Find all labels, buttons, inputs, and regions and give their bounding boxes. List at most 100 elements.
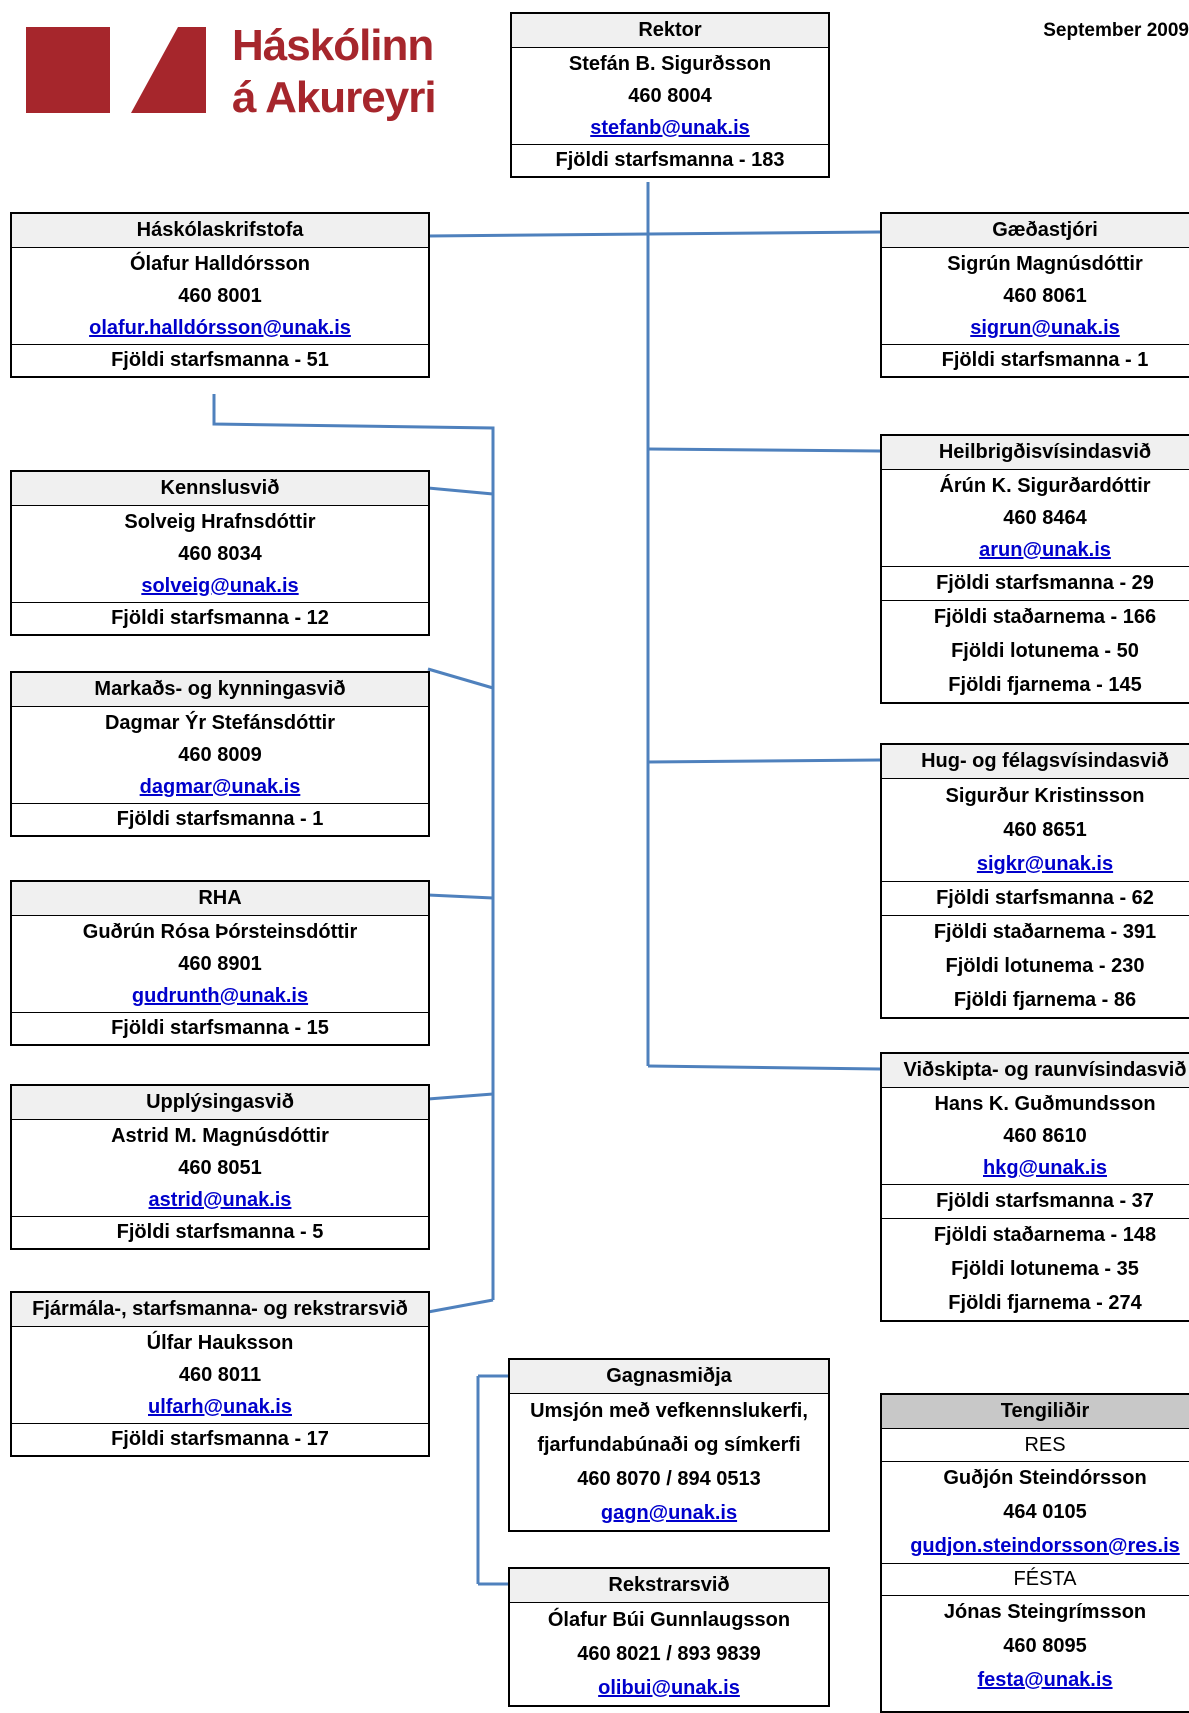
email-link[interactable]: olibui@unak.is (598, 1676, 740, 1699)
box-title: Fjármála-, starfsmanna- og rekstrarsvið (12, 1293, 428, 1327)
connector-upplysingasvid (427, 1092, 494, 1101)
box-title: Heilbrigðisvísindasvið (882, 436, 1189, 470)
box-title: Gæðastjóri (882, 214, 1189, 248)
res-email-link[interactable]: gudjon.steindorsson@res.is (910, 1534, 1180, 1557)
document-date: September 2009 (1043, 20, 1189, 41)
logo-wordmark: Háskólinn á Akureyri (232, 20, 437, 124)
connector-haskolaskrifstofa (427, 230, 881, 238)
hugfelags-box: Hug- og félagsvísindasvið Sigurður Krist… (880, 743, 1189, 1019)
festa-email-link[interactable]: festa@unak.is (977, 1668, 1113, 1691)
connector-markadssvid (427, 667, 494, 690)
festa-label: FÉSTA (882, 1563, 1189, 1595)
lotunema-count: Fjöldi lotunema - 35 (951, 1257, 1139, 1280)
email-link[interactable]: ulfarh@unak.is (148, 1395, 292, 1418)
university-logo (26, 27, 206, 118)
stadarnema-count: Fjöldi staðarnema - 391 (882, 915, 1189, 949)
description-line2: fjarfundabúnaði og símkerfi (537, 1433, 801, 1456)
phone: 460 8464 (1003, 506, 1087, 529)
logo-line1: Háskólinn (232, 21, 434, 70)
festa-phone: 460 8095 (1003, 1634, 1087, 1657)
gagnasmidja-box: Gagnasmiðja Umsjón með vefkennslukerfi, … (508, 1358, 830, 1532)
connector-hugfelags (647, 758, 881, 764)
description-line1: Umsjón með vefkennslukerfi, (530, 1399, 808, 1422)
haskolaskrifstofa-box: Háskólaskrifstofa Ólafur Halldórsson 460… (10, 212, 430, 378)
box-title: Kennslusvið (12, 472, 428, 506)
connector-fjarmalasvid (427, 1298, 494, 1314)
fjarnema-count: Fjöldi fjarnema - 145 (948, 673, 1142, 696)
person-name: Úlfar Hauksson (146, 1331, 294, 1354)
person-name: Sigrún Magnúsdóttir (947, 252, 1143, 275)
lotunema-count: Fjöldi lotunema - 50 (951, 639, 1139, 662)
email-link[interactable]: solveig@unak.is (141, 574, 299, 597)
email-link[interactable]: hkg@unak.is (983, 1156, 1107, 1179)
person-name: Ólafur Halldórsson (129, 252, 311, 275)
staff-count: Fjöldi starfsmanna - 15 (12, 1012, 428, 1044)
phone: 460 8004 (628, 84, 712, 107)
person-name: Ólafur Búi Gunnlaugsson (547, 1608, 791, 1631)
person-name: Dagmar Ýr Stefánsdóttir (104, 711, 336, 734)
phone: 460 8610 (1003, 1124, 1087, 1147)
staff-count: Fjöldi starfsmanna - 1 (882, 344, 1189, 376)
kennslusvid-box: Kennslusvið Solveig Hrafnsdóttir 460 803… (10, 470, 430, 636)
box-title: Rekstrarsvið (510, 1569, 828, 1603)
rektor-box: Rektor Stefán B. Sigurðsson 460 8004 ste… (510, 12, 830, 178)
email-link[interactable]: gudrunth@unak.is (131, 984, 309, 1007)
box-title: Háskólaskrifstofa (12, 214, 428, 248)
phone: 460 8001 (178, 284, 262, 307)
connector-left-trunk (212, 394, 495, 1300)
gaedastjori-box: Gæðastjóri Sigrún Magnúsdóttir 460 8061 … (880, 212, 1189, 378)
box-title: Tengiliðir (882, 1395, 1189, 1429)
box-title: Upplýsingasvið (12, 1086, 428, 1120)
person-name: Astrid M. Magnúsdóttir (111, 1124, 329, 1147)
connector-heilbrigdis (647, 447, 881, 453)
res-contact-name: Guðjón Steindórsson (882, 1461, 1189, 1495)
email-link[interactable]: arun@unak.is (979, 538, 1111, 561)
email-link[interactable]: dagmar@unak.is (139, 775, 301, 798)
heilbrigdis-box: Heilbrigðisvísindasvið Árún K. Sigurðard… (880, 434, 1189, 704)
upplysingasvid-box: Upplýsingasvið Astrid M. Magnúsdóttir 46… (10, 1084, 430, 1250)
staff-count: Fjöldi starfsmanna - 51 (12, 344, 428, 376)
box-title: RHA (12, 882, 428, 916)
phone: 460 8061 (1003, 284, 1087, 307)
phone: 460 8901 (178, 952, 262, 975)
email-link[interactable]: sigkr@unak.is (976, 852, 1114, 875)
staff-count: Fjöldi starfsmanna - 183 (512, 144, 828, 176)
lotunema-count: Fjöldi lotunema - 230 (945, 954, 1145, 977)
stadarnema-count: Fjöldi staðarnema - 148 (882, 1218, 1189, 1252)
staff-count: Fjöldi starfsmanna - 37 (882, 1184, 1189, 1218)
connector-vidskipta (647, 1064, 881, 1071)
connector-kennslusvid (427, 486, 494, 496)
res-phone: 464 0105 (1003, 1500, 1087, 1523)
phone: 460 8034 (178, 542, 262, 565)
vidskipta-box: Viðskipta- og raunvísindasvið Hans K. Gu… (880, 1052, 1189, 1322)
phone: 460 8009 (178, 743, 262, 766)
email-link[interactable]: sigrun@unak.is (970, 316, 1120, 339)
email-link[interactable]: gagn@unak.is (600, 1501, 738, 1524)
tengilidir-box: Tengiliðir RES Guðjón Steindórsson 464 0… (880, 1393, 1189, 1713)
connector-rha (427, 893, 494, 900)
fjarmalasvid-box: Fjármála-, starfsmanna- og rekstrarsvið … (10, 1291, 430, 1457)
person-name: Árún K. Sigurðardóttir (939, 474, 1151, 497)
logo-line2: á Akureyri (232, 73, 437, 122)
phone: 460 8070 / 894 0513 (577, 1467, 761, 1490)
phone: 460 8011 (178, 1363, 262, 1386)
rha-box: RHA Guðrún Rósa Þórsteinsdóttir 460 8901… (10, 880, 430, 1046)
box-title: Markaðs- og kynningasvið (12, 673, 428, 707)
rekstrarsvid-box: Rekstrarsvið Ólafur Búi Gunnlaugsson 460… (508, 1567, 830, 1707)
email-link[interactable]: stefanb@unak.is (590, 116, 750, 139)
res-label: RES (1024, 1433, 1066, 1456)
staff-count: Fjöldi starfsmanna - 62 (882, 881, 1189, 915)
email-link[interactable]: astrid@unak.is (148, 1188, 292, 1211)
markadssvid-box: Markaðs- og kynningasvið Dagmar Ýr Stefá… (10, 671, 430, 837)
phone: 460 8051 (178, 1156, 262, 1179)
staff-count: Fjöldi starfsmanna - 1 (12, 803, 428, 835)
person-name: Hans K. Guðmundsson (934, 1092, 1156, 1115)
person-name: Sigurður Kristinsson (945, 784, 1145, 807)
email-link[interactable]: olafur.halldórsson@unak.is (89, 316, 351, 339)
fjarnema-count: Fjöldi fjarnema - 274 (948, 1291, 1142, 1314)
phone: 460 8651 (1003, 818, 1087, 841)
box-title: Rektor (512, 14, 828, 48)
box-title: Hug- og félagsvísindasvið (882, 745, 1189, 779)
staff-count: Fjöldi starfsmanna - 12 (12, 602, 428, 634)
